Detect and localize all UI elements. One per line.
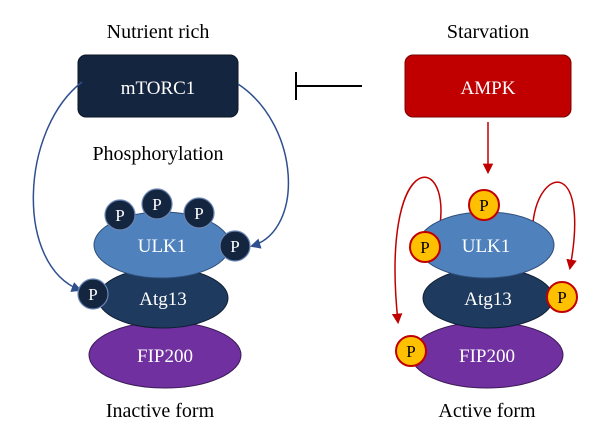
inactive-phospho-4: P [219, 230, 251, 262]
svg-text:P: P [230, 237, 239, 256]
inactive-phospho-5: P [77, 278, 109, 310]
mtorc1-to-ulk1-arrow [237, 83, 290, 249]
svg-text:P: P [194, 204, 203, 223]
svg-text:P: P [88, 285, 97, 304]
fip200-left-label: FIP200 [137, 346, 193, 367]
inactive-form-label: Inactive form [106, 400, 215, 422]
inactive-phospho-3: P [183, 197, 215, 229]
ampk-right-curved-arrow [532, 181, 577, 271]
ulk1-left-label: ULK1 [138, 236, 187, 257]
inactive-phospho-1: P [104, 199, 136, 231]
active-phospho-3: P [546, 281, 578, 313]
phosphorylation-label: Phosphorylation [92, 143, 223, 165]
inactive-phospho-2: P [141, 188, 173, 220]
active-phospho-2: P [409, 231, 441, 263]
nutrient-rich-header: Nutrient rich [107, 21, 210, 43]
active-phospho-4: P [395, 335, 427, 367]
svg-text:P: P [115, 206, 124, 225]
active-form-label: Active form [438, 400, 536, 422]
starvation-header: Starvation [447, 21, 529, 43]
svg-text:P: P [420, 238, 429, 257]
atg13-left-label: Atg13 [139, 289, 187, 310]
mtorc1-to-atg13-arrow [32, 81, 83, 292]
ampk-label: AMPK [461, 78, 516, 99]
ampk-box [404, 54, 572, 118]
ulk1-right-label: ULK1 [462, 236, 511, 257]
atg13-right-label: Atg13 [464, 289, 512, 310]
active-phospho-1: P [468, 189, 500, 221]
fip200-right-label: FIP200 [459, 346, 515, 367]
svg-text:P: P [479, 196, 488, 215]
svg-text:P: P [557, 288, 566, 307]
svg-text:P: P [152, 195, 161, 214]
mtorc1-label: mTORC1 [121, 78, 196, 99]
ampk-left-curved-arrow [391, 176, 442, 325]
svg-text:P: P [406, 342, 415, 361]
